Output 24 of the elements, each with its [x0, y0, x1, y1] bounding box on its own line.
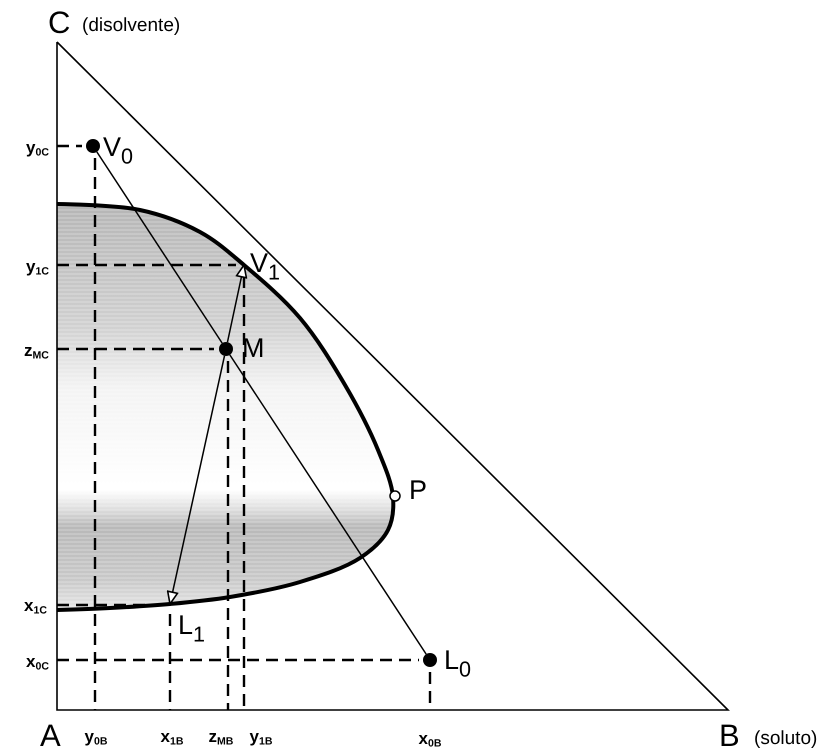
axis-tick-label: x$_{0C}$ [26, 652, 49, 672]
point-label: L$_{1}$ [178, 612, 206, 646]
point-label: L$_{0}$ [444, 647, 472, 680]
axis-tick-label: y$_{0B}$ [84, 728, 108, 747]
axis-tick-label: z$_{MB}$ [208, 728, 234, 747]
component-label: (soluto) [754, 728, 818, 748]
arrow [226, 264, 248, 342]
vertex-label: C [48, 6, 70, 38]
axis-tick-label: z$_{MC}$ [24, 342, 49, 361]
line [229, 354, 427, 655]
vertex-label: B [719, 720, 740, 749]
axis-tick-label: x$_{1C}$ [24, 596, 47, 616]
point-label: V$_{1}$ [250, 250, 280, 284]
component-label: (disolvente) [82, 16, 180, 34]
line [96, 151, 223, 344]
axis-tick-label: x$_{1B}$ [160, 728, 184, 747]
point-label: V$_{0}$ [103, 134, 134, 168]
axis-tick-label: x$_{0B}$ [418, 730, 442, 749]
axis-tick-label: y$_{0C}$ [26, 138, 49, 158]
vertex-label: A [40, 720, 61, 749]
axis-tick-label: y$_{1B}$ [250, 728, 272, 747]
arrow [166, 356, 226, 605]
axis-tick-label: y$_{1C}$ [26, 258, 49, 277]
point-label: P [409, 477, 428, 504]
